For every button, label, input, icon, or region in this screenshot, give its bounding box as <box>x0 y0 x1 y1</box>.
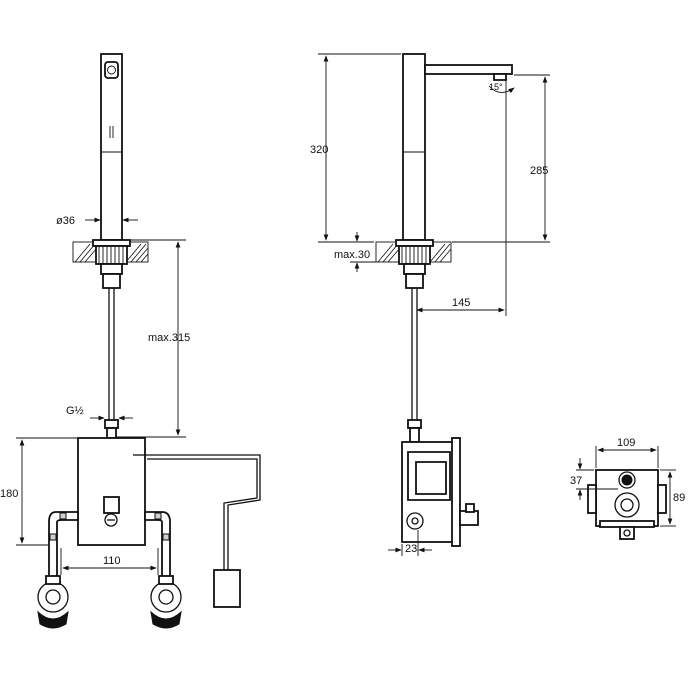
stop-valve-left <box>37 575 69 629</box>
side-view: 15° <box>310 53 550 556</box>
max-depth-label: max.315 <box>148 332 190 344</box>
faucet-body-front <box>100 53 123 241</box>
inlet-spacing-label: 110 <box>103 555 121 567</box>
diameter-label: ø36 <box>56 215 75 227</box>
inlet-offset-label: 37 <box>570 475 582 487</box>
thread-label: G½ <box>66 405 84 417</box>
control-box-side <box>401 437 479 547</box>
faucet-body-side <box>402 53 426 241</box>
front-view: ø36 max.315 G½ 180 110 <box>0 53 261 629</box>
control-box-front <box>77 437 146 546</box>
spout-height-label: 285 <box>530 165 548 177</box>
spout-arm <box>424 64 513 75</box>
power-supply-unit <box>213 569 241 608</box>
stop-valve-right <box>150 575 182 629</box>
inlet-view: 109 37 89 <box>570 437 685 540</box>
svg-text:15°: 15° <box>489 82 503 92</box>
box-offset-label: 23 <box>405 543 417 555</box>
deck-max-label: max.30 <box>334 249 370 261</box>
reach-label: 145 <box>452 297 470 309</box>
sensor-window-icon <box>104 61 119 79</box>
box-height-label: 180 <box>0 488 18 500</box>
side-height-label: 89 <box>673 492 685 504</box>
height-total-label: 320 <box>310 144 328 156</box>
box-width-label: 109 <box>617 437 635 449</box>
